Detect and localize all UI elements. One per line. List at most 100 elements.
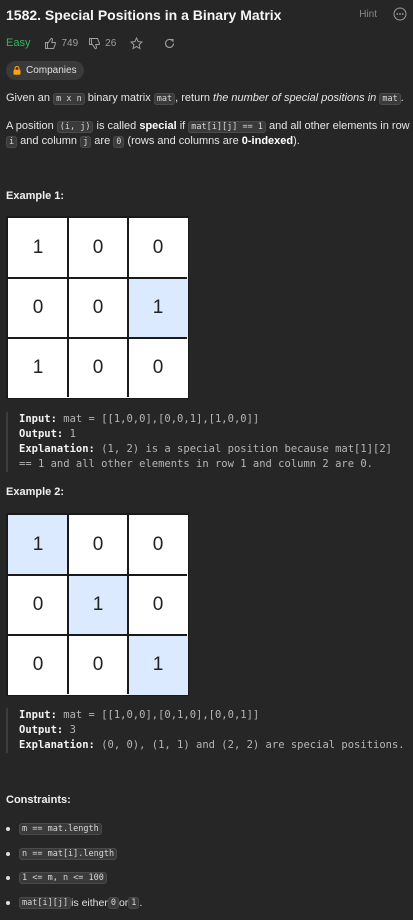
- inline-code: 0: [107, 897, 119, 909]
- example-input-line: Input: mat = [[1,0,0],[0,0,1],[1,0,0]]: [19, 412, 407, 427]
- inline-code: 1: [128, 897, 140, 909]
- matrix-cell: 1: [8, 515, 68, 575]
- matrix-gridline: [127, 515, 129, 694]
- lock-icon: [13, 66, 21, 75]
- desc-text: A position: [6, 120, 57, 132]
- title-row: 1582. Special Positions in a Binary Matr…: [6, 7, 407, 25]
- example-2-title: Example 2:: [6, 486, 65, 498]
- example-1-block: Input: mat = [[1,0,0],[0,0,1],[1,0,0]] O…: [6, 412, 407, 472]
- example-output-line: Output: 1: [19, 427, 407, 442]
- description-paragraph-1: Given an m x n binary matrix mat, return…: [6, 90, 404, 107]
- matrix-cell: 0: [68, 218, 128, 278]
- inline-code: mat[i][j]: [19, 897, 72, 909]
- constraint-text: is either: [71, 897, 108, 909]
- dislike-count: 26: [105, 37, 117, 49]
- meta-row: Easy 749 26: [6, 35, 190, 51]
- desc-text: and column: [17, 135, 81, 147]
- description-paragraph-2-cont: i and column j are 0 (rows and columns a…: [6, 133, 300, 150]
- input-label: Input:: [19, 709, 57, 721]
- desc-emphasis: the number of special positions in: [213, 92, 377, 104]
- explanation-text: (0, 0), (1, 1) and (2, 2) are special po…: [101, 739, 405, 751]
- constraint-item: 1 <= m, n <= 100: [6, 871, 107, 885]
- matrix-cell: 0: [68, 515, 128, 575]
- matrix-gridline: [8, 634, 187, 636]
- inline-code: mat[i][j] == 1: [188, 121, 266, 133]
- example-explanation-line: Explanation: (0, 0), (1, 1) and (2, 2) a…: [19, 738, 407, 753]
- matrix-cell: 0: [68, 278, 128, 338]
- more-options-icon[interactable]: [393, 7, 407, 21]
- inline-code: mat: [153, 93, 176, 105]
- desc-text: are: [91, 135, 114, 147]
- example-1-title: Example 1:: [6, 190, 65, 202]
- matrix-cell: 1: [128, 635, 188, 695]
- input-value: mat = [[1,0,0],[0,0,1],[1,0,0]]: [63, 413, 260, 425]
- star-icon: [130, 36, 144, 50]
- inline-code: i: [6, 136, 18, 148]
- thumbs-down-icon: [89, 37, 100, 49]
- inline-code: (i, j): [56, 121, 94, 133]
- hint-button[interactable]: Hint: [359, 9, 377, 20]
- matrix-cell: 0: [8, 278, 68, 338]
- desc-text: ).: [293, 135, 300, 147]
- difficulty-badge: Easy: [6, 37, 31, 49]
- inline-code: m x n: [53, 93, 85, 105]
- matrix-gridline: [127, 218, 129, 397]
- example-2-block: Input: mat = [[1,0,0],[0,1,0],[0,0,1]] O…: [6, 708, 407, 753]
- desc-text: and all other elements in row: [265, 120, 410, 132]
- matrix-gridline: [8, 277, 187, 279]
- like-count: 749: [61, 37, 79, 49]
- companies-label: Companies: [26, 65, 77, 76]
- desc-strong: 0-indexed: [241, 135, 294, 147]
- desc-text: .: [400, 92, 404, 104]
- desc-text: if: [176, 120, 189, 132]
- input-label: Input:: [19, 413, 57, 425]
- constraint-item: mat[i][j] is either 0 or 1.: [6, 896, 142, 910]
- matrix-gridline: [67, 218, 69, 397]
- explanation-label: Explanation:: [19, 443, 95, 455]
- matrix-cell: 0: [68, 338, 128, 398]
- matrix-cell: 0: [8, 575, 68, 635]
- dislike-button[interactable]: 26: [88, 37, 116, 50]
- constraint-item: m == mat.length: [6, 822, 102, 836]
- desc-text: binary matrix: [84, 92, 154, 104]
- matrix-cell: 1: [8, 338, 68, 398]
- matrix-cell: 0: [68, 635, 128, 695]
- bullet-icon: [6, 852, 10, 856]
- desc-text: is called: [93, 120, 140, 132]
- matrix-gridline: [67, 515, 69, 694]
- constraint-text: or: [118, 897, 129, 909]
- like-button[interactable]: 749: [44, 37, 78, 50]
- thumbs-up-icon: [45, 37, 57, 49]
- bullet-icon: [6, 901, 10, 905]
- matrix-gridline: [8, 337, 187, 339]
- desc-text: Given an: [6, 92, 54, 104]
- matrix-cell: 0: [8, 635, 68, 695]
- constraint-item: n == mat[i].length: [6, 847, 118, 861]
- example-input-line: Input: mat = [[1,0,0],[0,1,0],[0,0,1]]: [19, 708, 407, 723]
- explanation-text: (1, 2) is a special position because mat…: [101, 443, 392, 455]
- matrix-cell: 0: [128, 575, 188, 635]
- bullet-icon: [6, 827, 10, 831]
- inline-code: m == mat.length: [19, 823, 102, 835]
- constraints-title: Constraints:: [6, 794, 71, 806]
- desc-text: (rows and columns are: [124, 135, 242, 147]
- matrix-cell: 1: [8, 218, 68, 278]
- matrix-gridline: [8, 574, 187, 576]
- inline-code: j: [80, 136, 92, 148]
- share-icon: [165, 38, 175, 48]
- favorite-button[interactable]: [130, 36, 147, 50]
- desc-text: , return: [175, 92, 214, 104]
- example-explanation-line-2: == 1 and all other elements in row 1 and…: [19, 458, 374, 470]
- example-explanation-line: Explanation: (1, 2) is a special positio…: [19, 442, 407, 457]
- output-value: 1: [69, 428, 76, 440]
- output-value: 3: [69, 724, 76, 736]
- input-value: mat = [[1,0,0],[0,1,0],[0,0,1]]: [63, 709, 260, 721]
- explanation-label: Explanation:: [19, 739, 95, 751]
- output-label: Output:: [19, 724, 64, 736]
- share-button[interactable]: [163, 37, 180, 50]
- inline-code: mat: [379, 93, 401, 105]
- matrix-cell: 0: [128, 515, 188, 575]
- companies-tag[interactable]: Companies: [6, 61, 84, 80]
